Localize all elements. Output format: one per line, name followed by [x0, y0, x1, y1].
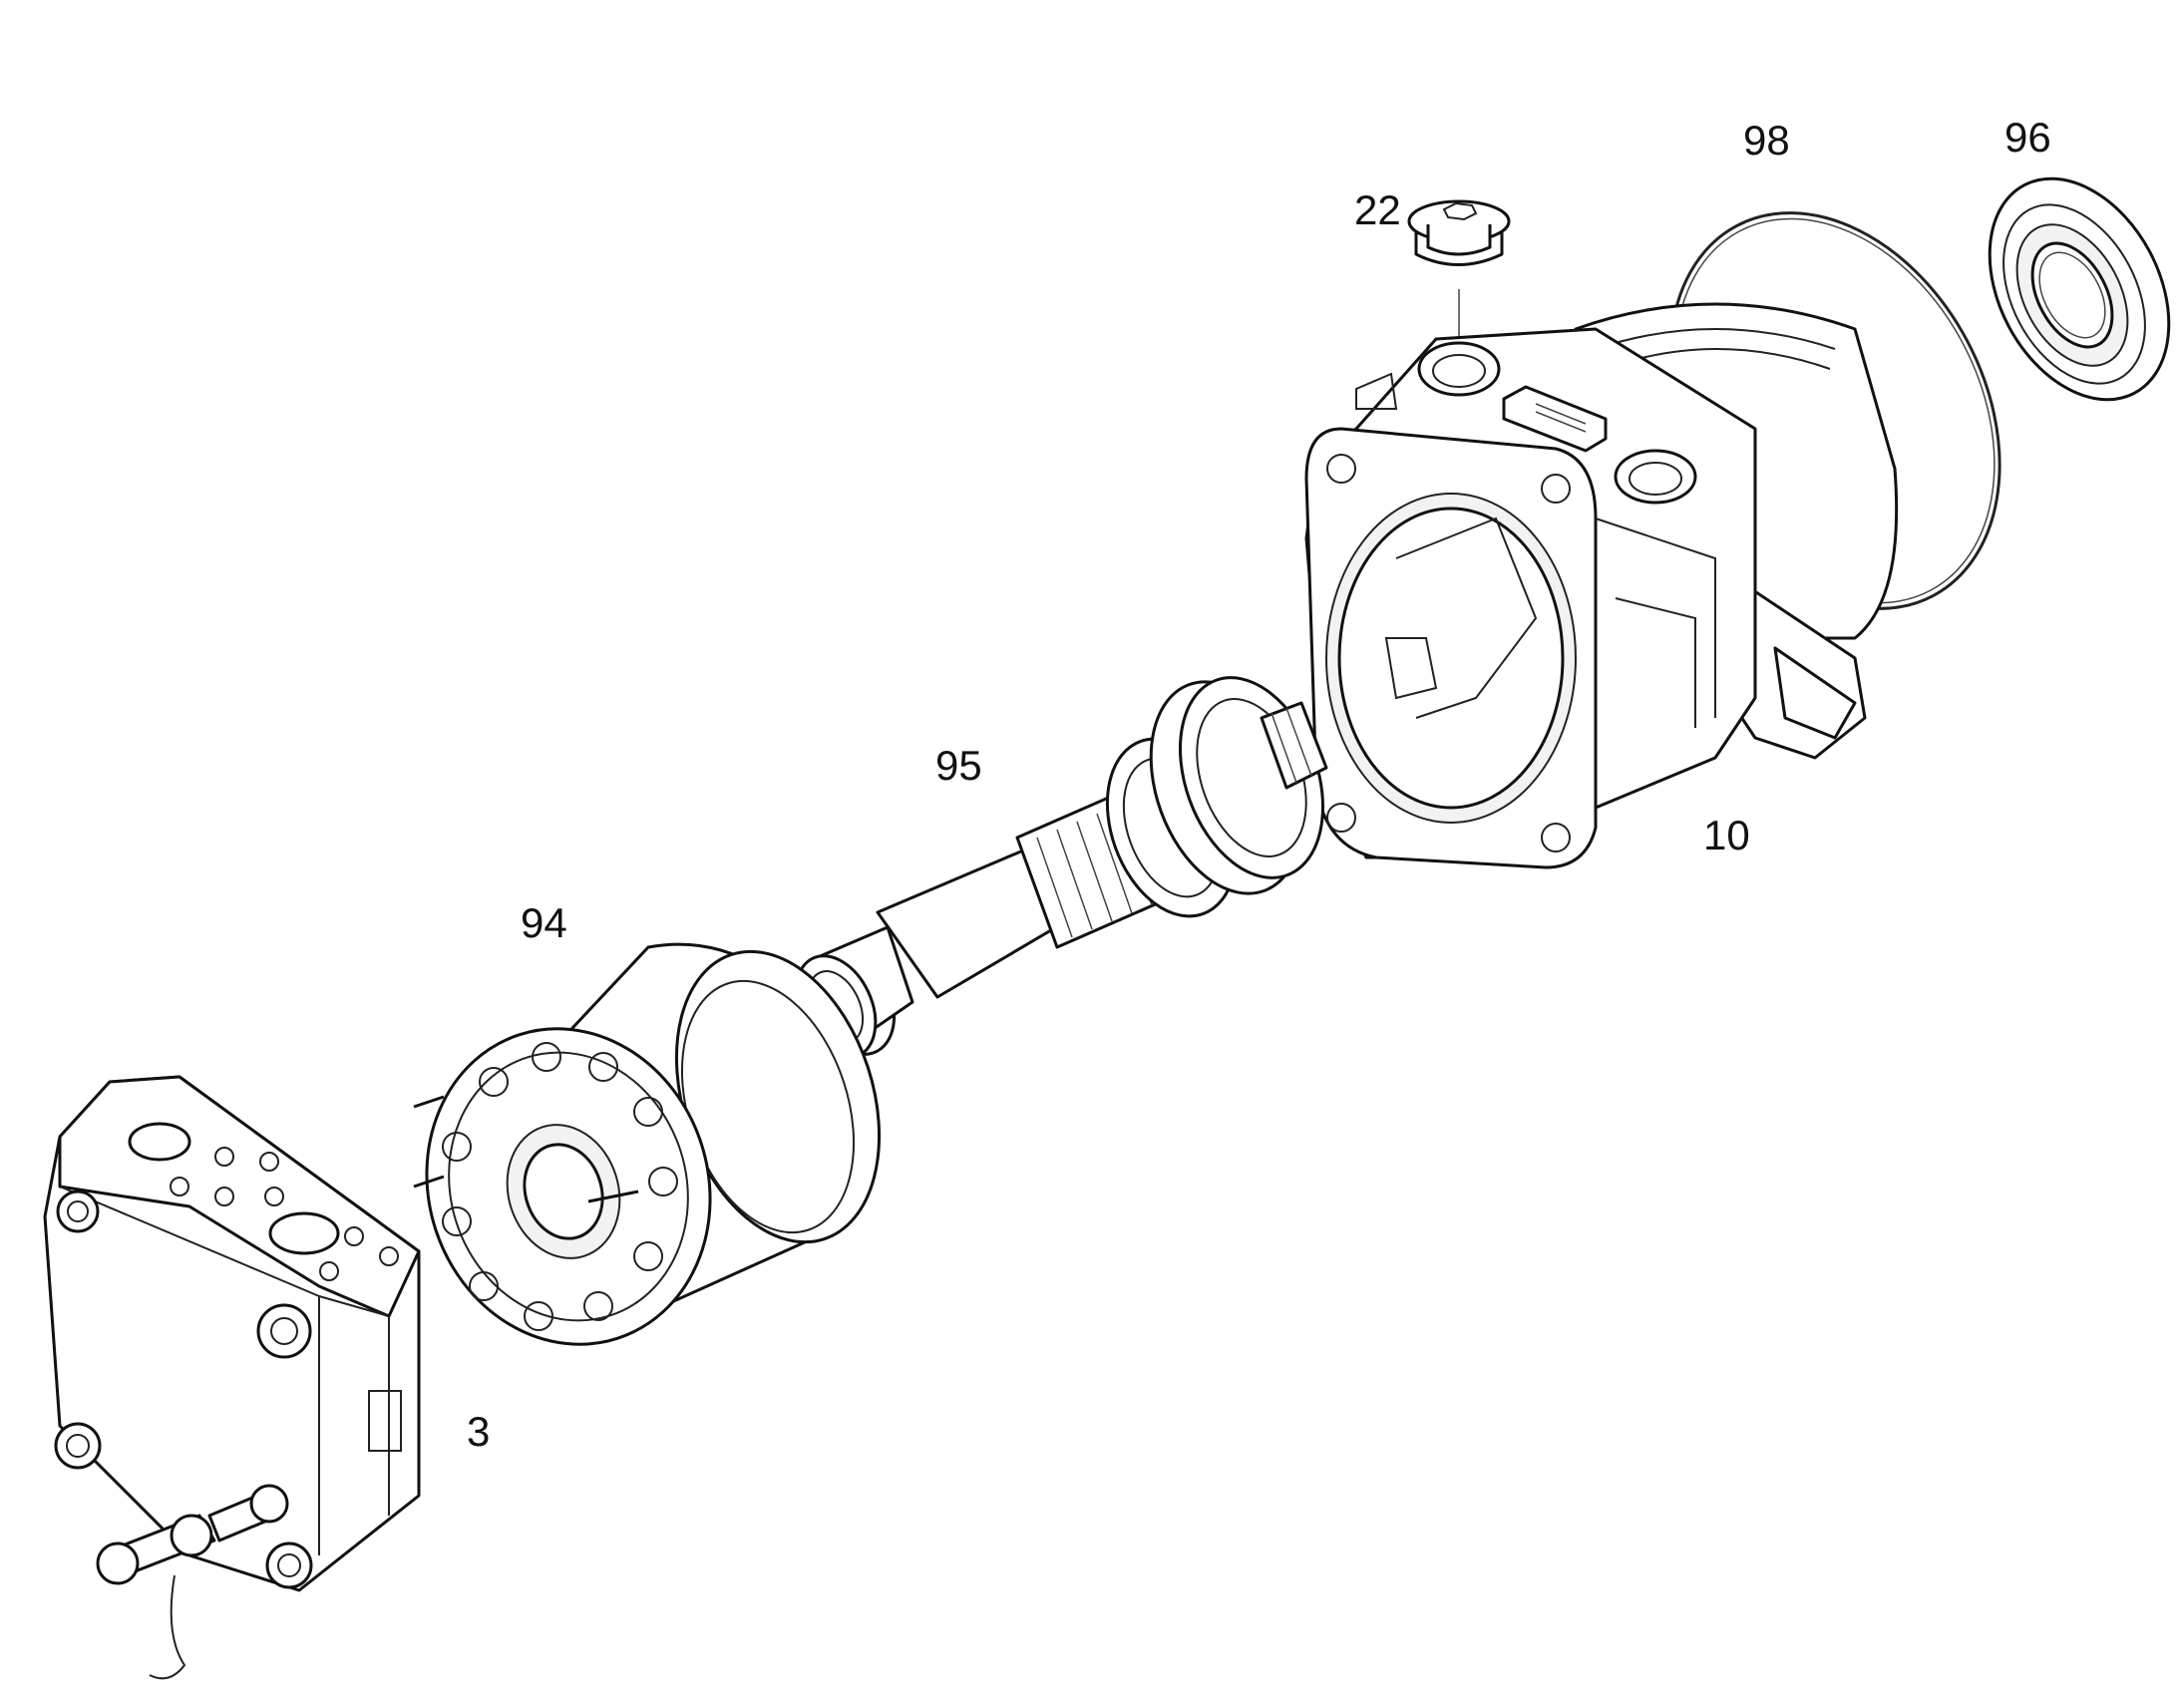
callout-3: 3	[467, 1408, 490, 1455]
callout-98: 98	[1743, 117, 1790, 164]
callout-96: 96	[2004, 114, 2051, 161]
callout-22: 22	[1354, 186, 1401, 233]
part-22-screw-plug[interactable]	[1407, 199, 1511, 359]
part-95-drive-shaft[interactable]	[781, 658, 1349, 1071]
callout-94: 94	[521, 899, 567, 946]
callout-labels: 22 98 96 95 10 94 3	[467, 114, 2051, 1455]
part-94-rotary-group[interactable]	[386, 925, 913, 1381]
callout-10: 10	[1703, 812, 1750, 858]
part-96-shaft-seal[interactable]	[1954, 148, 2180, 430]
part-3-port-plate[interactable]	[43, 1075, 421, 1680]
part-10-housing[interactable]	[1304, 302, 1899, 869]
callout-95: 95	[935, 742, 982, 789]
